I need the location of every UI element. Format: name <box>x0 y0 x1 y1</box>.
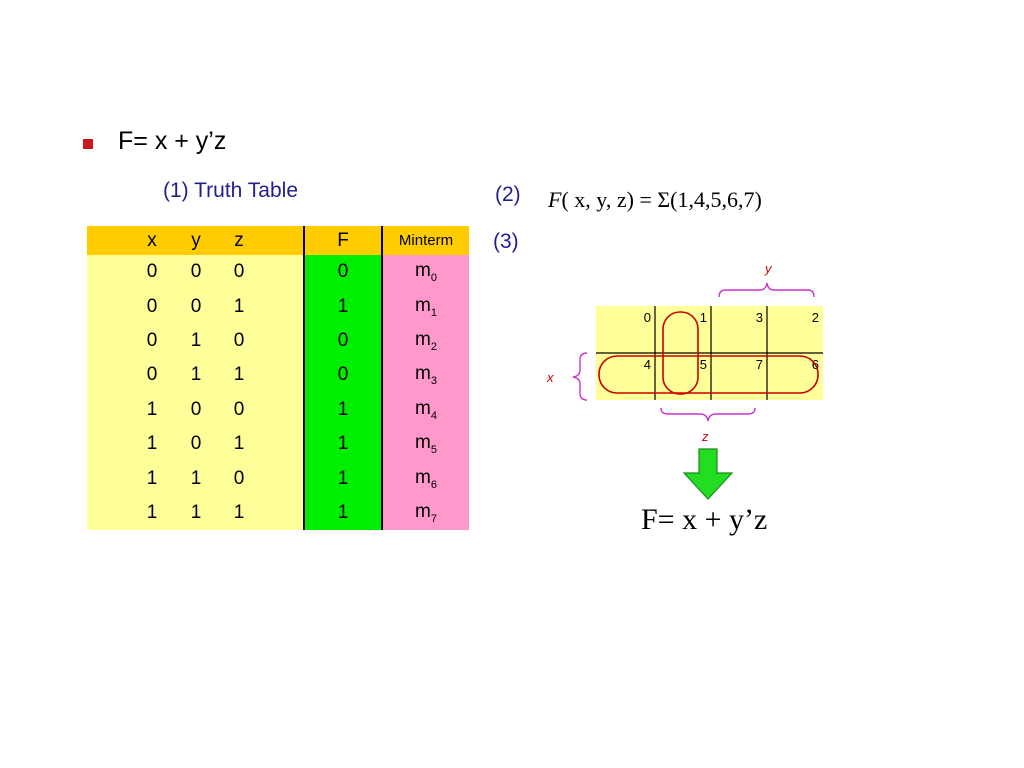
cell-y: 1 <box>175 495 217 531</box>
kmap-background <box>596 306 823 400</box>
kmap-brace-y <box>718 282 815 298</box>
cell-x: 1 <box>87 495 175 531</box>
step-3-caption: (3) <box>493 230 519 253</box>
kmap-cell-label: 5 <box>700 357 707 372</box>
header-z: z <box>217 226 304 255</box>
kmap-brace-x <box>572 352 588 401</box>
cell-y: 1 <box>175 358 217 393</box>
kmap-cell-label: 7 <box>756 357 763 372</box>
header-minterm: Minterm <box>381 226 469 255</box>
step-2-caption: (2) <box>495 183 521 206</box>
cell-minterm: m5 <box>381 426 469 462</box>
kmap-cell-label: 6 <box>812 357 819 372</box>
truth-table-caption: (1) Truth Table <box>163 179 299 202</box>
page-title: F= x + y’z <box>118 127 227 155</box>
truth-table-header-row: x y z F Minterm <box>87 226 469 255</box>
header-f: F <box>303 226 382 255</box>
cell-y: 1 <box>175 461 217 496</box>
cell-minterm: m4 <box>381 392 469 427</box>
kmap-group-x <box>598 355 819 394</box>
cell-x: 0 <box>87 255 175 290</box>
cell-z: 0 <box>217 255 304 290</box>
cell-y: 0 <box>175 426 217 462</box>
cell-z: 0 <box>217 461 304 496</box>
cell-minterm: m1 <box>381 289 469 324</box>
kmap-cell-label: 3 <box>756 310 763 325</box>
down-arrow-icon <box>682 448 734 500</box>
cell-minterm: m3 <box>381 358 469 393</box>
kmap-label-z: z <box>701 429 709 444</box>
bullet-marker <box>83 139 93 149</box>
cell-y: 0 <box>175 392 217 427</box>
cell-minterm: m6 <box>381 461 469 496</box>
cell-z: 1 <box>217 358 304 393</box>
kmap-cell-label: 0 <box>644 310 651 325</box>
cell-z: 1 <box>217 289 304 324</box>
kmap-group-yprime-z <box>662 311 699 395</box>
kmap-label-y: y <box>764 261 773 276</box>
cell-y: 0 <box>175 255 217 290</box>
cell-f: 1 <box>303 495 382 531</box>
cell-y: 0 <box>175 289 217 324</box>
cell-z: 1 <box>217 426 304 462</box>
cell-minterm: m0 <box>381 255 469 290</box>
cell-f: 1 <box>303 426 382 462</box>
cell-minterm: m7 <box>381 495 469 531</box>
cell-x: 0 <box>87 358 175 393</box>
kmap-cell-label: 1 <box>700 310 707 325</box>
cell-z: 0 <box>217 392 304 427</box>
cell-x: 0 <box>87 323 175 359</box>
cell-x: 1 <box>87 461 175 496</box>
formula-rhs: = Σ(1,4,5,6,7) <box>639 187 762 212</box>
cell-x: 1 <box>87 426 175 462</box>
header-x: x <box>87 226 175 255</box>
cell-z: 0 <box>217 323 304 359</box>
cell-f: 1 <box>303 289 382 324</box>
kmap-cell-label: 4 <box>644 357 651 372</box>
kmap-cell-label: 2 <box>812 310 819 325</box>
kmap-brace-z <box>660 407 756 422</box>
cell-f: 1 <box>303 392 382 427</box>
formula-function-name: F <box>548 187 562 212</box>
cell-y: 1 <box>175 323 217 359</box>
cell-f: 0 <box>303 255 382 290</box>
sum-of-minterms-formula: F( x, y, z) = Σ(1,4,5,6,7) <box>548 187 762 213</box>
cell-minterm: m2 <box>381 323 469 359</box>
cell-f: 1 <box>303 461 382 496</box>
cell-x: 1 <box>87 392 175 427</box>
cell-f: 0 <box>303 358 382 393</box>
kmap-label-x: x <box>546 370 554 385</box>
cell-f: 0 <box>303 323 382 359</box>
simplified-result: F= x + y’z <box>641 503 768 536</box>
header-y: y <box>175 226 217 255</box>
formula-args: ( x, y, z) <box>561 187 634 212</box>
cell-x: 0 <box>87 289 175 324</box>
cell-z: 1 <box>217 495 304 531</box>
